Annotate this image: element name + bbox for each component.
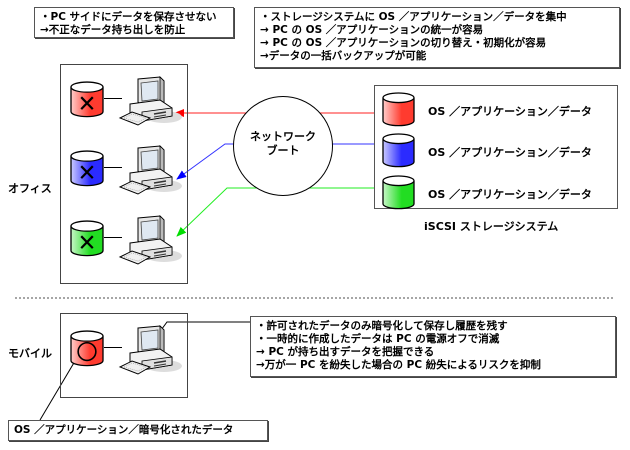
note-line: → PC が持ち出すデータを把握できる	[256, 346, 435, 358]
note-line: →データの一括バックアップが可能	[260, 50, 427, 62]
computer-icon	[118, 145, 182, 199]
cross-mark-icon	[80, 96, 94, 110]
note-top-right: ・ストレージシステムに OS ／アプリケーション／データを集中 → PC の O…	[254, 7, 620, 68]
storage-disk-icon	[382, 92, 415, 130]
network-boot-line1: ネットワーク	[250, 130, 316, 143]
computer-icon	[118, 215, 182, 269]
storage-volume-label: OS ／アプリケーション／データ	[428, 188, 592, 201]
disk-icon	[70, 150, 104, 190]
mobile-disk-callout: OS ／アプリケーション／暗号化されたデータ	[8, 420, 268, 441]
disk-icon	[70, 81, 104, 121]
circle-mark-icon	[77, 341, 97, 362]
note-top-left: ・PC サイドにデータを保存させない →不正なデータ持ち出しを防止	[34, 7, 234, 38]
computer-icon	[118, 76, 182, 130]
note-line: → PC の OS ／アプリケーションの統一が容易	[260, 24, 484, 36]
office-label: オフィス	[8, 182, 52, 195]
note-mobile: ・許可されたデータのみ暗号化して保存し履歴を残す ・一時的に作成したデータは P…	[250, 316, 616, 377]
storage-system-box	[374, 85, 618, 209]
storage-system-title: iSCSI ストレージシステム	[424, 220, 559, 233]
cross-mark-icon	[80, 235, 94, 249]
note-line: ・許可されたデータのみ暗号化して保存し履歴を残す	[256, 320, 508, 332]
network-boot-line2: ブート	[266, 144, 300, 157]
note-line: →不正なデータ持ち出しを防止	[40, 24, 186, 36]
mobile-label: モバイル	[8, 347, 52, 360]
disk-pc-connector	[104, 98, 122, 99]
office-frame	[60, 64, 188, 284]
note-line: →万が一 PC を紛失した場合の PC 紛失によるリスクを抑制	[256, 359, 541, 371]
network-boot-node: ネットワーク ブート	[233, 96, 333, 196]
computer-icon	[118, 325, 182, 379]
disk-icon	[70, 220, 104, 260]
disk-pc-connector	[104, 167, 122, 168]
mobile-disk-leader	[39, 355, 79, 421]
storage-disk-icon	[382, 175, 415, 213]
note-line: → PC の OS ／アプリケーションの切り替え・初期化が容易	[260, 37, 547, 49]
mobile-frame	[60, 313, 188, 398]
storage-volume-label: OS ／アプリケーション／データ	[428, 105, 592, 118]
cross-mark-icon	[80, 165, 94, 179]
storage-disk-icon	[382, 133, 415, 171]
disk-icon	[70, 330, 104, 370]
boot-link-green	[176, 187, 375, 237]
storage-volume-label: OS ／アプリケーション／データ	[428, 146, 592, 159]
disk-pc-connector	[104, 237, 122, 238]
disk-pc-connector	[104, 347, 122, 348]
note-line: ・PC サイドにデータを保存させない	[40, 11, 217, 23]
mobile-disk-callout-text: OS ／アプリケーション／暗号化されたデータ	[14, 424, 234, 436]
note-line: ・ストレージシステムに OS ／アプリケーション／データを集中	[260, 11, 567, 23]
note-line: ・一時的に作成したデータは PC の電源オフで消滅	[256, 333, 500, 345]
